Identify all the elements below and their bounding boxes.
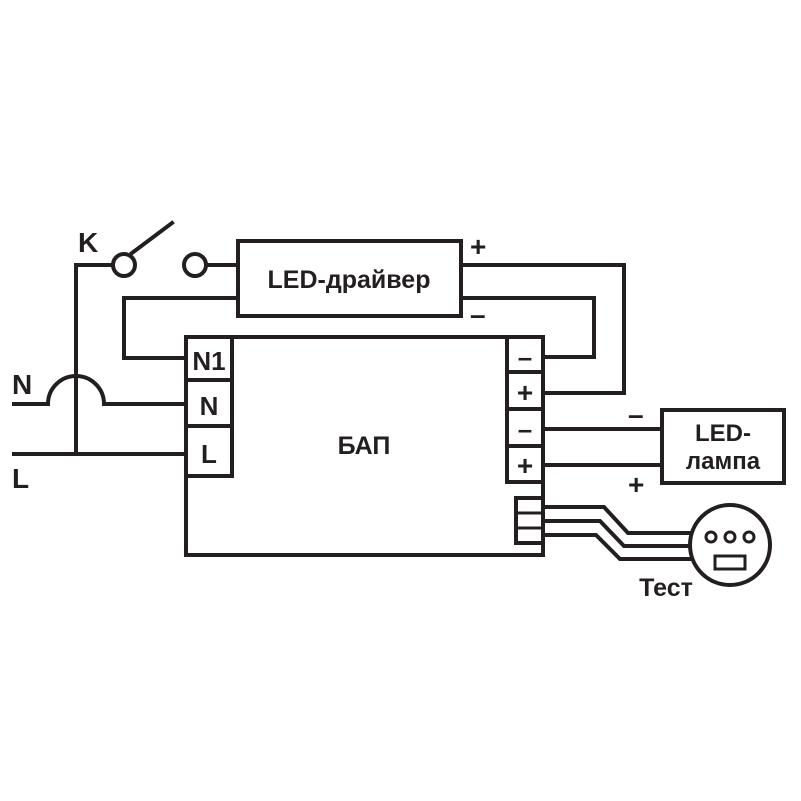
terminal-n1 xyxy=(184,335,234,382)
switch-contact-icon xyxy=(111,252,137,278)
driver-plus-wire xyxy=(459,263,626,395)
driver-minus-label: – xyxy=(470,299,486,330)
led-lamp-box xyxy=(660,408,786,485)
terminal-left-label: L xyxy=(201,439,217,469)
terminal-l xyxy=(184,424,234,478)
lamp-label-line2: лампа xyxy=(686,448,761,475)
driver-minus-wire xyxy=(459,296,596,359)
terminal-right-label: – xyxy=(518,342,532,372)
test-connector xyxy=(514,496,545,545)
test-cable xyxy=(541,505,692,561)
switch-feed-wire xyxy=(74,263,115,456)
bap-label: БАП xyxy=(338,432,391,460)
lamp-plus-label: + xyxy=(628,469,644,500)
terminal-left-label: N xyxy=(200,391,219,421)
terminal-right-label: – xyxy=(518,414,532,444)
wires xyxy=(12,220,692,561)
lamp-minus-label: – xyxy=(628,399,644,430)
neutral-label: N xyxy=(12,369,32,400)
left-terminal-block xyxy=(184,335,234,478)
test-button-icon xyxy=(688,503,772,587)
lamp-label-line1: LED- xyxy=(695,420,751,447)
switch-contact-icon xyxy=(182,252,208,278)
driver-n1-wire xyxy=(122,296,240,360)
terminal-left-label: N1 xyxy=(192,346,225,376)
driver-label: LED-драйвер xyxy=(268,266,431,294)
terminal-lamp-plus xyxy=(505,444,545,484)
led-driver-box xyxy=(236,239,463,318)
switch-label: K xyxy=(78,227,98,258)
switch-lever xyxy=(129,220,175,256)
bap-box xyxy=(184,335,545,557)
right-terminal-block xyxy=(505,335,545,484)
line-label: L xyxy=(12,463,29,494)
terminal-right-label: + xyxy=(517,377,533,408)
terminal-right-label: + xyxy=(517,450,533,481)
neutral-wire xyxy=(12,374,188,406)
driver-plus-label: + xyxy=(470,231,486,262)
test-label: Тест xyxy=(639,574,693,602)
